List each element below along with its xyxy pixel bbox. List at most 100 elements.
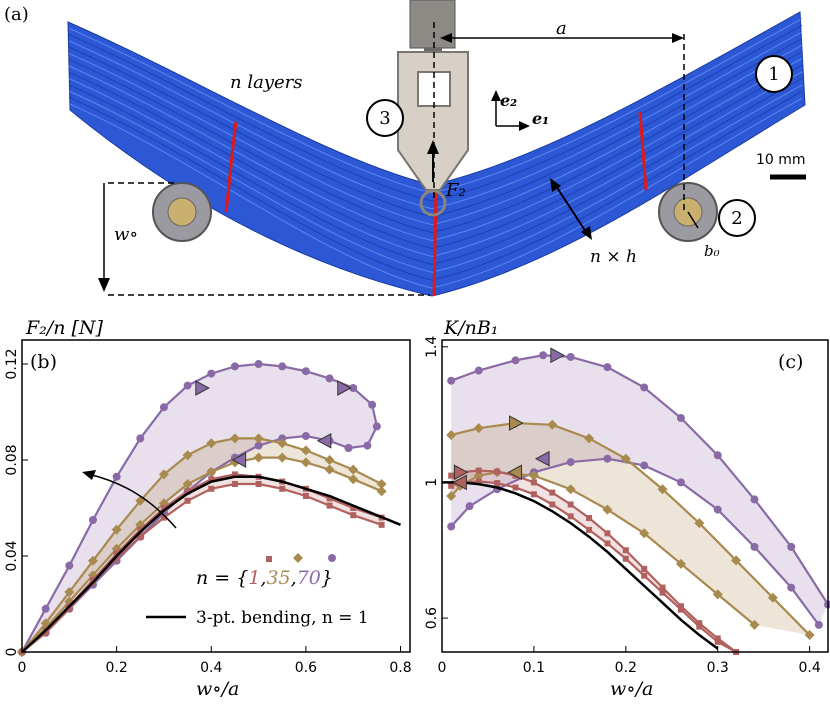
marker-line-right — [638, 111, 648, 191]
direction-marker — [337, 380, 352, 396]
point-n1 — [677, 603, 684, 610]
reference-curve — [442, 481, 719, 650]
point-n35 — [639, 528, 650, 539]
layer-line — [68, 51, 803, 234]
x-tick-label: 0 — [18, 660, 27, 676]
layer-line — [68, 18, 803, 194]
point-n1 — [208, 476, 215, 483]
thickness-arrow — [555, 185, 587, 233]
direction-marker — [316, 432, 332, 449]
point-n1 — [66, 605, 73, 612]
panel-label-a: (a) — [4, 4, 29, 25]
point-n1 — [696, 623, 703, 630]
layer-line — [68, 64, 803, 249]
support-left — [152, 182, 212, 242]
legend-marker-n1 — [266, 556, 272, 562]
layer-line — [68, 44, 803, 226]
point-n35 — [206, 438, 217, 449]
w0-label: w∘ — [114, 224, 138, 245]
point-n1 — [475, 478, 482, 485]
point-n70 — [539, 351, 548, 360]
point-n70 — [136, 434, 145, 443]
point-n35 — [675, 558, 686, 569]
force-label: F₂ — [445, 180, 466, 201]
point-n1 — [279, 485, 286, 492]
point-n1 — [622, 555, 629, 562]
point-n70 — [88, 516, 97, 524]
point-n70 — [750, 495, 759, 504]
point-n35 — [158, 469, 169, 480]
layer-line — [68, 91, 803, 281]
point-n35 — [324, 455, 335, 465]
point-n70 — [713, 451, 722, 460]
point-n70 — [814, 620, 823, 629]
point-n1 — [494, 480, 501, 487]
x-tick-label: 0.2 — [106, 660, 128, 676]
e2-label: e₂ — [500, 91, 517, 110]
point-n35 — [620, 453, 631, 464]
chart-b-ylabel: F₂/n [N] — [25, 317, 104, 339]
point-n70 — [787, 542, 796, 551]
point-n35 — [229, 433, 240, 444]
layer-line — [68, 97, 803, 289]
chart-b-frame — [21, 339, 411, 653]
point-n70 — [447, 522, 456, 531]
chart-c-series — [446, 351, 830, 655]
point-n70 — [372, 422, 381, 431]
chart-c-frame — [441, 339, 829, 653]
layer-line — [68, 71, 803, 257]
point-n1 — [42, 629, 49, 636]
point-n35 — [348, 464, 359, 475]
circle-3-label: 3 — [379, 108, 390, 129]
x-tick-label: 0.1 — [523, 660, 545, 676]
point-n1 — [530, 479, 537, 486]
point-n70 — [713, 505, 722, 514]
marker-line-left — [224, 121, 238, 213]
point-n70 — [511, 356, 520, 365]
layer-line — [68, 38, 803, 218]
chart-b-hysteresis-fills — [22, 364, 382, 652]
layer-line — [68, 24, 803, 202]
chart-c-ylabel: K/nB₁ — [443, 317, 498, 339]
point-n1 — [659, 584, 666, 591]
point-n1 — [326, 495, 333, 502]
y-tick-label: 0.12 — [4, 348, 20, 379]
point-n1 — [641, 565, 648, 572]
b0-label: b₀ — [704, 242, 720, 260]
direction-marker — [453, 464, 469, 481]
point-n35 — [694, 518, 705, 529]
increasing-n-arrow — [87, 473, 177, 529]
point-n35 — [712, 589, 723, 600]
x-tick-label: 0.3 — [707, 660, 729, 676]
point-n1 — [567, 501, 574, 508]
point-n35 — [804, 630, 815, 641]
point-n35 — [565, 484, 576, 495]
point-n1 — [378, 521, 385, 528]
point-n1 — [448, 472, 455, 479]
point-n1 — [113, 550, 120, 557]
layer-line — [68, 31, 803, 210]
point-n70 — [676, 478, 685, 487]
point-n70 — [159, 403, 168, 412]
hysteresis-fill-n70 — [22, 364, 377, 652]
point-n35 — [602, 504, 613, 515]
point-n70 — [474, 366, 483, 375]
point-n70 — [787, 583, 796, 592]
legend-ref-label: 3-pt. bending, n = 1 — [196, 608, 369, 628]
point-n1 — [231, 481, 238, 487]
point-n35 — [376, 486, 387, 497]
legend-marker-n35 — [293, 553, 303, 563]
point-n1 — [549, 489, 556, 496]
hysteresis-fill-n35 — [451, 423, 810, 636]
y-tick-label: 1 — [424, 478, 440, 487]
point-n35 — [473, 423, 484, 434]
point-n1 — [255, 481, 262, 487]
point-n70 — [640, 383, 649, 392]
point-n35 — [277, 438, 288, 449]
thickness-label: n × h — [590, 247, 637, 267]
point-n70 — [254, 441, 263, 450]
point-n70 — [41, 604, 50, 613]
point-n1 — [448, 482, 455, 489]
point-n35 — [277, 452, 288, 463]
